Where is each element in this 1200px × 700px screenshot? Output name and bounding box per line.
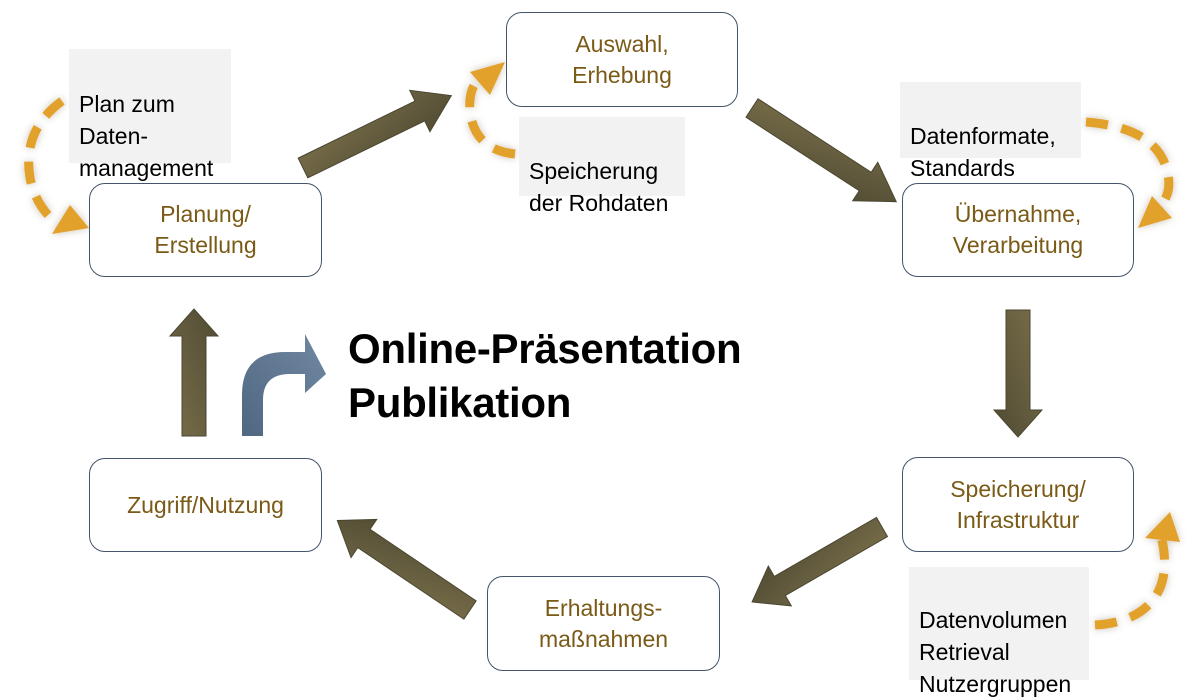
node-erhaltung-label: Erhaltungs- maßnahmen (538, 594, 669, 652)
note-arrow-volumen (1094, 512, 1180, 630)
node-uebernahme-label: Übernahme, Verarbeitung (952, 201, 1084, 258)
center-title: Online-Präsentation Publikation (348, 325, 742, 426)
node-auswahl: Auswahl, Erhebung (506, 12, 738, 107)
node-speicherung: Speicherung/ Infrastruktur (902, 457, 1134, 552)
node-planung-label: Planung/ Erstellung (154, 201, 257, 258)
note-rohdaten-label: Speicherung der Rohdaten (529, 158, 669, 216)
note-formate: Datenformate, Standards (900, 82, 1081, 181)
note-volumen: Datenvolumen Retrieval Nutzergruppen (909, 567, 1089, 697)
node-uebernahme: Übernahme, Verarbeitung (902, 183, 1134, 277)
node-zugriff-label: Zugriff/Nutzung (127, 491, 284, 518)
note-volumen-label: Datenvolumen Retrieval Nutzergruppen (919, 607, 1072, 697)
flow-arrow-speicherung-erhaltung (751, 516, 889, 607)
flow-arrow-uebernahme-speicherung (992, 309, 1044, 438)
note-rohdaten: Speicherung der Rohdaten (519, 117, 685, 216)
branch-arrow-publication (242, 334, 326, 436)
note-formate-label: Datenformate, Standards (910, 123, 1056, 181)
note-plan: Plan zum Daten- management (69, 49, 231, 181)
flow-arrow-zugriff-planung (168, 308, 220, 437)
flow-arrow-auswahl-uebernahme (745, 98, 898, 203)
node-auswahl-label: Auswahl, Erhebung (572, 30, 672, 88)
node-planung: Planung/ Erstellung (89, 183, 322, 277)
note-arrow-formate (1085, 117, 1174, 228)
note-arrow-plan (24, 97, 89, 234)
note-plan-label: Plan zum Daten- management (79, 91, 214, 181)
node-speicherung-label: Speicherung/ Infrastruktur (950, 475, 1086, 533)
flow-arrow-planung-auswahl (297, 89, 453, 179)
note-arrow-rohdaten (465, 62, 516, 159)
flow-arrow-erhaltung-zugriff (336, 518, 477, 620)
node-erhaltung: Erhaltungs- maßnahmen (487, 576, 720, 671)
node-zugriff: Zugriff/Nutzung (89, 458, 322, 552)
